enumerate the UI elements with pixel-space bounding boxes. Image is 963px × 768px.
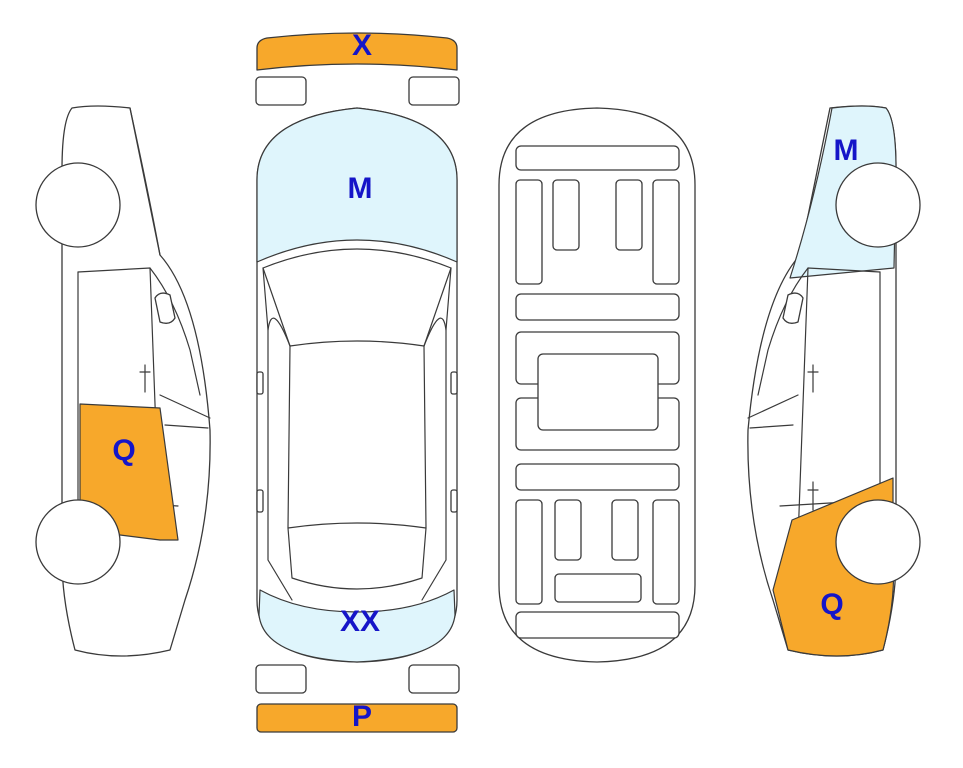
hood-label: M bbox=[348, 172, 373, 205]
rear-bumper-label: P bbox=[352, 700, 372, 733]
car-left-side-view bbox=[35, 105, 211, 657]
left-front-wheel bbox=[35, 162, 121, 248]
right-rear-quarter-label: Q bbox=[820, 588, 843, 621]
left-headlight bbox=[255, 76, 307, 106]
trunk-zone[interactable] bbox=[258, 589, 456, 663]
front-bumper-zone[interactable] bbox=[256, 32, 458, 71]
underbody-center-panel bbox=[537, 353, 659, 431]
left-taillight bbox=[255, 664, 307, 694]
rear-window bbox=[287, 527, 427, 590]
rear-bumper-zone[interactable] bbox=[256, 703, 458, 733]
hood-zone[interactable] bbox=[256, 107, 458, 263]
front-bumper-label: X bbox=[352, 29, 372, 62]
right-front-fender-label: M bbox=[834, 134, 859, 167]
car-top-view bbox=[255, 32, 460, 733]
right-front-wheel bbox=[835, 162, 921, 248]
left-rear-door-label: Q bbox=[112, 434, 135, 467]
right-rear-wheel bbox=[835, 499, 921, 585]
right-mirror bbox=[450, 371, 458, 395]
right-taillight bbox=[408, 664, 460, 694]
left-rear-wheel bbox=[35, 499, 121, 585]
left-mirror bbox=[256, 371, 264, 395]
car-right-side-view bbox=[747, 105, 921, 657]
car-underbody-view bbox=[498, 107, 696, 663]
cabin-roof bbox=[287, 345, 427, 529]
trunk-label: XX bbox=[340, 605, 380, 638]
right-headlight bbox=[408, 76, 460, 106]
